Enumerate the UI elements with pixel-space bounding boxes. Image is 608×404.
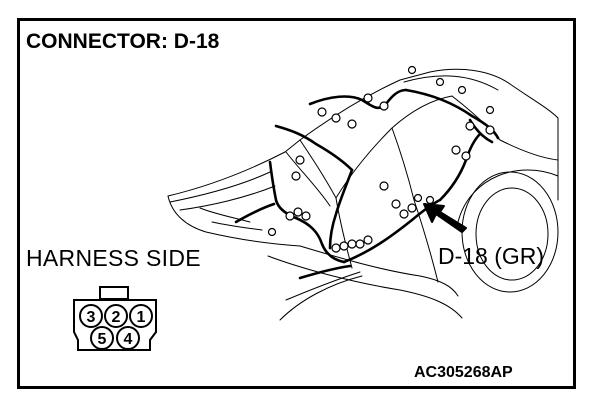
connector-face-icon [73,286,157,351]
pin-5-label: 5 [98,331,107,348]
figure-code: AC305268AP [414,364,513,381]
connector-pin-labels: 3 2 1 5 4 [87,309,146,348]
connector-callout-label: D-18 (GR) [438,243,545,269]
pin-1-label: 1 [137,309,146,326]
car-body-outline-icon [167,68,559,321]
harness-side-label: HARNESS SIDE [26,245,201,271]
diagram-title: CONNECTOR: D-18 [26,30,220,53]
harness-connectors-icon [267,65,495,253]
pin-3-label: 3 [87,309,96,326]
pin-4-label: 4 [124,331,133,348]
pin-2-label: 2 [112,309,121,326]
pointer-arrow-icon [423,203,467,233]
